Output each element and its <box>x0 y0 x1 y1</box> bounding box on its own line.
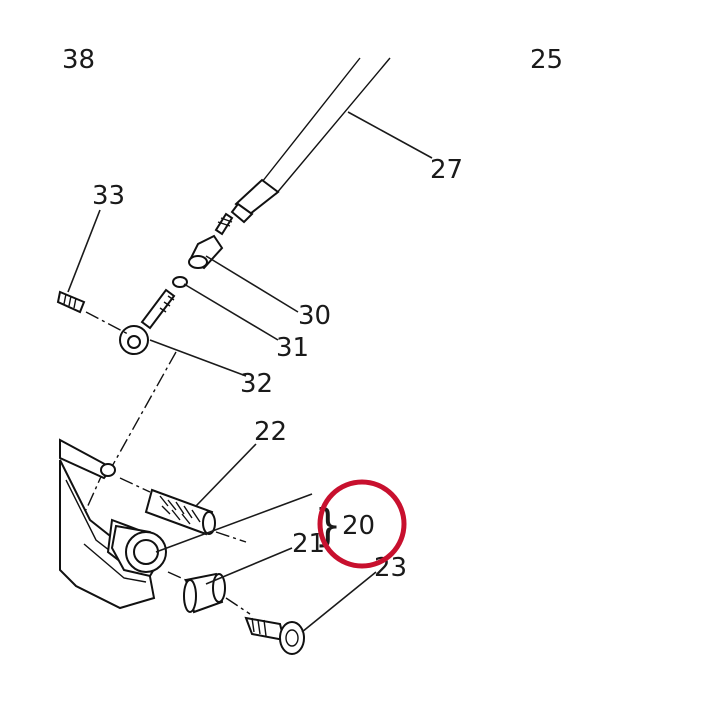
part-23-shoulder-screw <box>244 616 305 655</box>
highlight-circle <box>317 479 407 569</box>
leader-20 <box>155 493 313 553</box>
leader-23 <box>301 571 377 633</box>
callout-25: 25 <box>530 45 563 75</box>
part-lever-pin <box>100 463 116 477</box>
leader-33 <box>67 209 101 293</box>
leader-32 <box>149 339 247 377</box>
leader-22 <box>195 443 257 507</box>
callout-22: 22 <box>254 417 287 447</box>
leader-31 <box>183 283 279 341</box>
leader-30 <box>205 255 299 313</box>
callout-38: 38 <box>62 45 95 75</box>
callout-32: 32 <box>240 369 273 399</box>
callout-31: 31 <box>276 333 309 363</box>
part-30-nut <box>188 234 224 270</box>
part-threaded-end <box>214 212 234 236</box>
callout-33: 33 <box>92 181 125 211</box>
part-31-washer <box>172 276 188 288</box>
part-32-rod-end <box>119 288 176 355</box>
leader-21 <box>205 547 293 585</box>
callout-27: 27 <box>430 155 463 185</box>
part-33-bolt <box>56 290 86 314</box>
callout-30: 30 <box>298 301 331 331</box>
leader-lines <box>67 111 433 633</box>
leader-27 <box>347 111 433 159</box>
callout-20: 20 <box>342 511 375 541</box>
part-21-bushing <box>183 572 226 614</box>
part-pivot-boss <box>110 524 167 578</box>
part-27-cable <box>230 57 391 224</box>
